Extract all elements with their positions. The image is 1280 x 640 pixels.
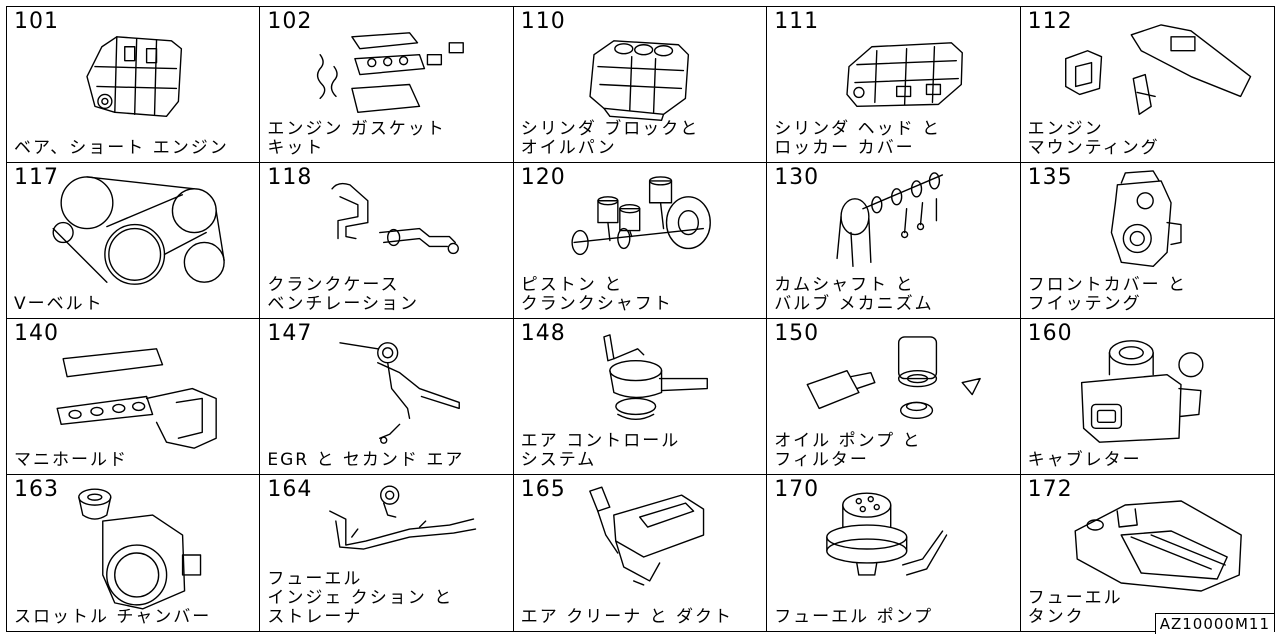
part-code: 147 <box>267 321 313 346</box>
v-belt-icon <box>52 176 225 285</box>
part-code: 120 <box>520 165 566 190</box>
part-cell-140[interactable]: 140 マニホールド <box>7 319 261 475</box>
part-cell-135[interactable]: 135 フロントカバー と フイッテング <box>1020 163 1274 319</box>
part-cell-147[interactable]: 147 EGR と セカンド エア <box>260 319 514 475</box>
part-label: エア クリーナ と ダクト <box>520 607 734 627</box>
part-code: 172 <box>1027 477 1073 502</box>
part-cell-120[interactable]: 120 ピストン と クランクシャフト <box>513 163 768 319</box>
part-label: シリンダ ブロックと オイルパン <box>520 119 700 158</box>
cylinder-block-icon <box>589 40 689 121</box>
part-label: フューエル インジェ クション と ストレーナ <box>267 569 454 627</box>
part-code: 118 <box>267 165 313 190</box>
part-cell-172[interactable]: 172 フューエル タンク <box>1021 475 1274 631</box>
part-label: EGR と セカンド エア <box>267 450 465 470</box>
reference-code: AZ10000M11 <box>1154 613 1274 634</box>
fuel-pump-icon <box>826 492 948 576</box>
part-label: シリンダ ヘッド と ロッカー カバー <box>774 119 941 158</box>
part-label: ピストン と クランクシャフト <box>520 275 673 314</box>
short-engine-icon <box>86 36 183 117</box>
part-code: 101 <box>14 9 59 34</box>
engine-mount-icon <box>1064 24 1251 116</box>
part-label: マニホールド <box>14 450 128 470</box>
part-code: 163 <box>14 477 59 502</box>
fuel-tank-icon <box>1074 500 1242 592</box>
part-code: 170 <box>774 477 820 502</box>
gasket-kit-icon <box>317 32 465 114</box>
cylinder-head-icon <box>846 42 964 108</box>
part-cell-163[interactable]: 163 スロットル チャンバー <box>7 475 261 631</box>
part-code: 148 <box>520 321 566 346</box>
part-code: 102 <box>267 9 313 34</box>
part-cell-130[interactable]: 130 カムシャフト と バルブ メカニズム <box>767 163 1021 319</box>
fuel-injection-icon <box>329 485 477 550</box>
part-label: カムシャフト と バルブ メカニズム <box>774 275 934 314</box>
part-label: フロントカバー と フイッテング <box>1027 275 1187 314</box>
egr-icon <box>339 342 461 444</box>
part-label: キャブレター <box>1027 450 1142 470</box>
part-code: 160 <box>1027 321 1073 346</box>
parts-catalog-grid: 101 ベア、ショート エンジン 102 エンジン ガスケット キット 110 <box>6 6 1275 632</box>
front-cover-icon <box>1110 170 1182 268</box>
part-label: フューエル ポンプ <box>774 607 934 627</box>
part-cell-102[interactable]: 102 エンジン ガスケット キット <box>260 7 514 163</box>
part-label: フューエル タンク <box>1027 588 1123 627</box>
part-code: 117 <box>14 165 59 190</box>
part-cell-150[interactable]: 150 オイル ポンプ と フィルター <box>767 319 1021 475</box>
part-code: 110 <box>520 9 566 34</box>
part-code: 111 <box>774 9 820 34</box>
camshaft-valve-icon <box>836 172 944 268</box>
part-label: クランクケース ベンチレーション <box>267 275 420 314</box>
part-code: 135 <box>1027 165 1073 190</box>
manifold-icon <box>56 348 217 449</box>
part-cell-165[interactable]: 165 エア クリーナ と ダクト <box>514 475 768 631</box>
part-cell-164[interactable]: 164 フューエル インジェ クション と ストレーナ <box>260 475 514 631</box>
part-code: 140 <box>14 321 59 346</box>
oil-pump-filter-icon <box>806 336 982 420</box>
throttle-chamber-icon <box>78 488 202 610</box>
part-label: エンジン ガスケット キット <box>267 119 446 158</box>
part-cell-101[interactable]: 101 ベア、ショート エンジン <box>7 7 261 163</box>
carburetor-icon <box>1080 340 1204 443</box>
part-label: エア コントロール システム <box>520 431 681 470</box>
part-cell-112[interactable]: 112 エンジン マウンティング <box>1020 7 1274 163</box>
part-code: 150 <box>774 321 820 346</box>
part-cell-118[interactable]: 118 クランクケース ベンチレーション <box>260 163 514 319</box>
piston-crankshaft-icon <box>571 176 711 256</box>
part-label: オイル ポンプ と フィルター <box>774 431 922 470</box>
part-label: Vーベルト <box>14 294 104 314</box>
part-cell-170[interactable]: 170 フューエル ポンプ <box>767 475 1021 631</box>
part-cell-160[interactable]: 160 キャブレター <box>1020 319 1274 475</box>
part-cell-110[interactable]: 110 シリンダ ブロックと オイルパン <box>513 7 768 163</box>
part-code: 112 <box>1027 9 1073 34</box>
part-code: 165 <box>520 477 566 502</box>
air-cleaner-icon <box>588 486 705 586</box>
part-cell-148[interactable]: 148 エア コントロール システム <box>513 319 768 475</box>
part-label: エンジン マウンティング <box>1027 119 1160 158</box>
part-cell-117[interactable]: 117 Vーベルト <box>7 163 261 319</box>
crankcase-ventilation-icon <box>331 182 460 255</box>
part-label: ベア、ショート エンジン <box>14 138 229 158</box>
part-cell-111[interactable]: 111 シリンダ ヘッド と ロッカー カバー <box>767 7 1021 163</box>
part-code: 164 <box>267 477 313 502</box>
part-label: スロットル チャンバー <box>14 607 212 627</box>
air-control-icon <box>603 334 708 421</box>
part-code: 130 <box>774 165 820 190</box>
